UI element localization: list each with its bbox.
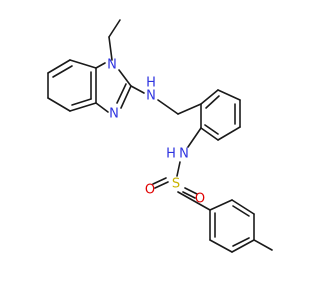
bond-ring2-inner-3 [204,124,219,135]
structure-diagram: N N H N N H S O O [47,19,273,253]
bond-ring2-1 [200,89,219,105]
atom-n-ring: N [109,107,119,122]
atom-n-amino: N [146,89,156,104]
bond-ring3-inner-1 [232,205,250,217]
bond-benzo-inner-1 [52,65,73,78]
bond-imid-4 [95,102,109,113]
atom-sulfur: S [172,177,180,192]
bond-nh-ch2 [157,99,179,115]
bond-nh-s [176,161,181,177]
bond-benzo-5 [69,102,97,112]
bond-ring3-2 [231,199,255,215]
bond-ring2-2 [217,89,241,101]
bond-ethyl-1 [108,19,121,38]
bonds [47,19,273,253]
atom-h-sulfonamide: H [166,147,176,162]
atom-oxygen-right: O [195,192,205,207]
bond-imid-3 [120,85,132,109]
bond-ring3-inner-2 [232,237,250,247]
atom-n-sulfonamide: N [179,147,189,162]
bond-ring3-4 [231,239,255,253]
bond-benzo-2 [47,59,71,74]
bond-ring2-5 [200,127,219,141]
bond-ring3-1 [209,199,233,211]
bond-methyl [253,239,273,251]
bond-ring3-5 [209,239,233,253]
bond-ring2-4 [217,126,241,141]
bond-benzo-4 [47,97,71,112]
bond-ch2-ring [177,103,202,115]
atom-h-amino: H [146,76,156,91]
bond-s-o-right [182,191,196,199]
molecule-canvas: N N H N N H S O O [47,19,273,253]
bond-ethyl-2 [108,36,113,61]
bond-s-o-left-2 [152,177,167,185]
bond-benzo-1 [69,59,97,69]
bond-imid-2 [118,69,132,87]
bond-s-ring3 [177,191,211,211]
bond-c2-nh [130,85,145,94]
atom-n-ethyl: N [107,58,117,73]
bond-imid-3b [116,83,127,104]
atom-labels: N N H N N H S O O [107,58,205,207]
bond-s-o-right-2 [184,187,198,195]
bond-imid-1 [95,62,106,69]
bond-ring2-inner-1 [205,95,220,109]
atom-oxygen-left: O [145,183,155,198]
bond-ring2-nh [187,127,202,148]
bond-benzo-inner-2 [71,98,92,106]
bond-s-o-left [154,181,169,189]
